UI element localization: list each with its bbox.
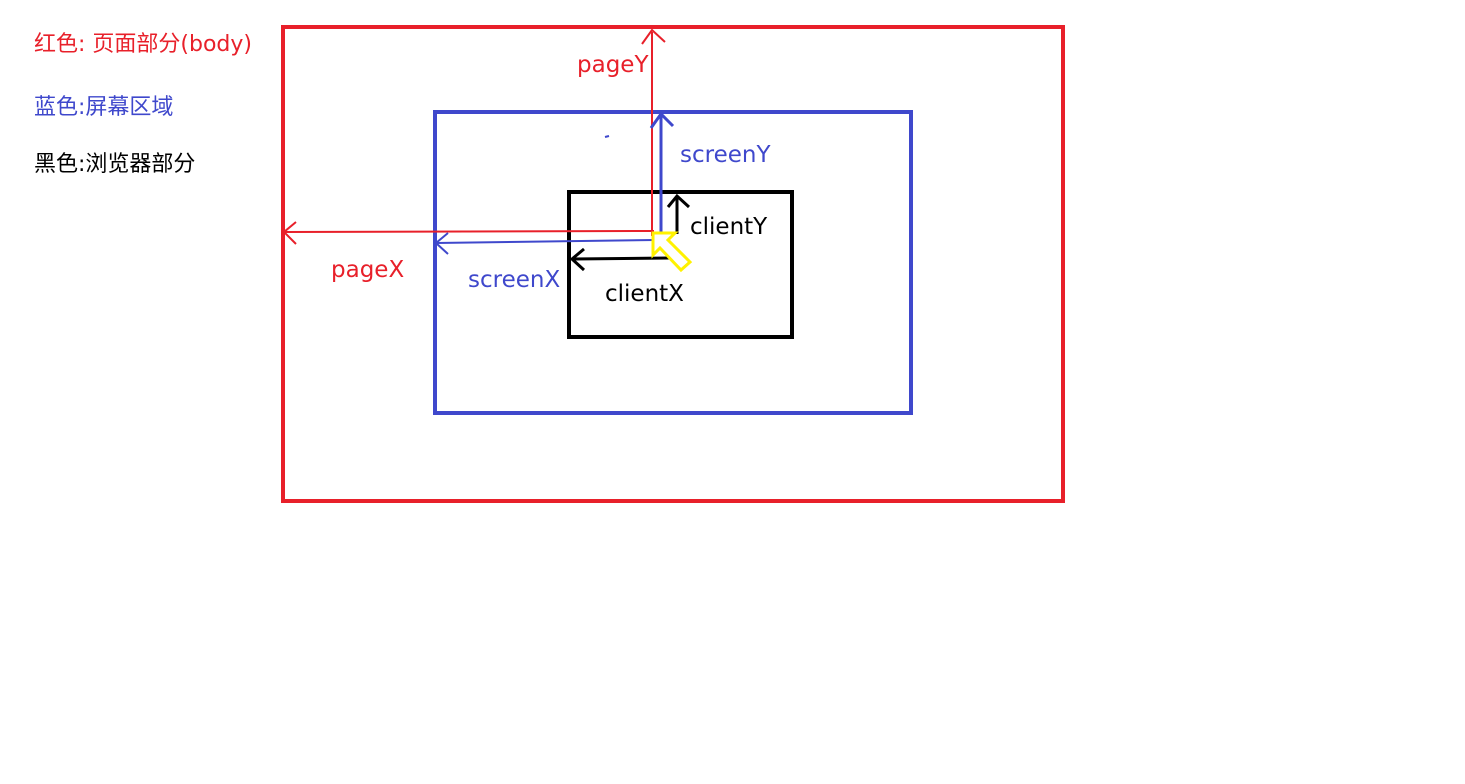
clientX-label: clientX (605, 281, 684, 307)
pageY-arrow (641, 28, 666, 236)
pageY-label: pageY (577, 52, 649, 78)
legend-browser-black: 黑色:浏览器部分 (34, 152, 196, 177)
pageX-label: pageX (331, 257, 405, 283)
clientY-label: clientY (690, 214, 768, 240)
clientX-arrow (569, 247, 671, 272)
stray-mark (604, 135, 610, 138)
browser-area-rect (567, 190, 794, 339)
screenX-arrow (434, 232, 656, 255)
screenY-arrow (649, 111, 675, 240)
legend-page-red: 红色: 页面部分(body) (34, 32, 252, 57)
screen-area-rect (433, 110, 913, 415)
screenY-label: screenY (680, 142, 771, 168)
mouse-pointer-icon (651, 231, 693, 273)
legend-screen-blue: 蓝色:屏幕区域 (34, 95, 174, 120)
clientY-arrow (666, 193, 691, 234)
screenX-label: screenX (468, 267, 561, 293)
pageX-arrow (282, 221, 655, 245)
page-body-rect (281, 25, 1065, 503)
